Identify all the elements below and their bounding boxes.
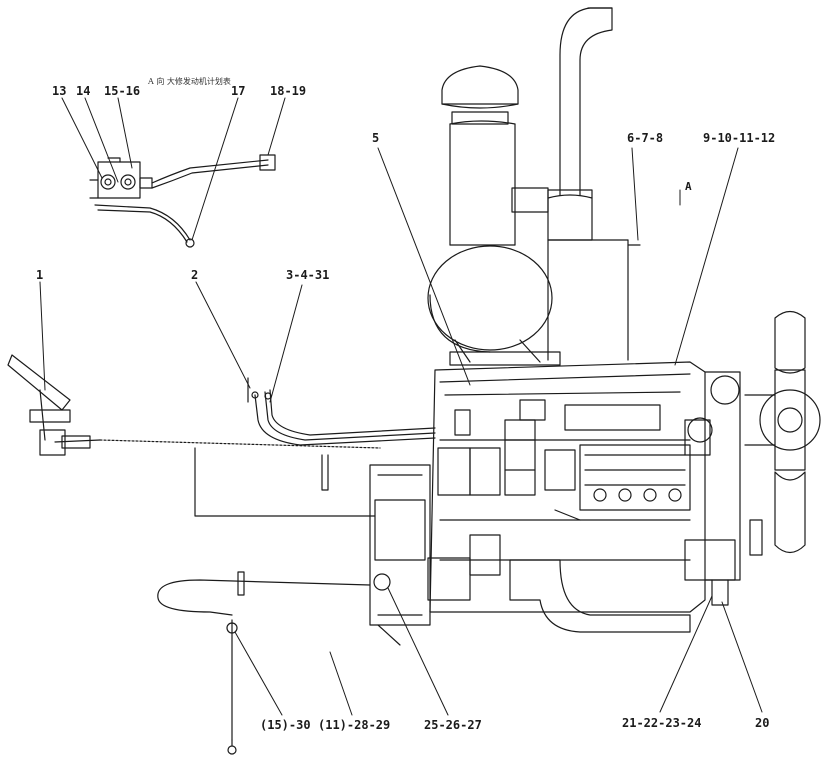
leader-lines (39, 97, 763, 716)
callout-13: 13 (52, 84, 67, 98)
callout-17: 17 (231, 84, 246, 98)
callout-15-30: (15)-30 (260, 718, 311, 732)
control-lines (99, 377, 436, 755)
exhaust-stack (511, 7, 641, 361)
detail-inset (89, 154, 276, 248)
callout-18-19: 18-19 (270, 84, 307, 98)
callout-6-7-8: 6-7-8 (627, 131, 664, 145)
callout-20: 20 (755, 716, 770, 730)
callout-15-16: 15-16 (104, 84, 141, 98)
air-cleaner (427, 65, 561, 366)
pedal-assembly (7, 354, 101, 456)
callout-14: 14 (76, 84, 91, 98)
callout-9-10-11-12: 9-10-11-12 (703, 131, 776, 145)
flywheel-housing (369, 464, 431, 646)
front-end-assembly (684, 310, 821, 606)
callout-3-4-31: 3-4-31 (286, 268, 330, 282)
view-label: A (685, 180, 692, 193)
callout-5: 5 (372, 131, 380, 145)
callout-25-26-27: 25-26-27 (424, 718, 482, 732)
engine-block (427, 361, 706, 633)
callout-1: 1 (36, 268, 44, 282)
callout-11-28-29: (11)-28-29 (318, 718, 391, 732)
callout-21-22-23-24: 21-22-23-24 (622, 716, 702, 730)
callout-2: 2 (191, 268, 199, 282)
detail-note: A 向 大修发动机计划表 (148, 77, 231, 86)
